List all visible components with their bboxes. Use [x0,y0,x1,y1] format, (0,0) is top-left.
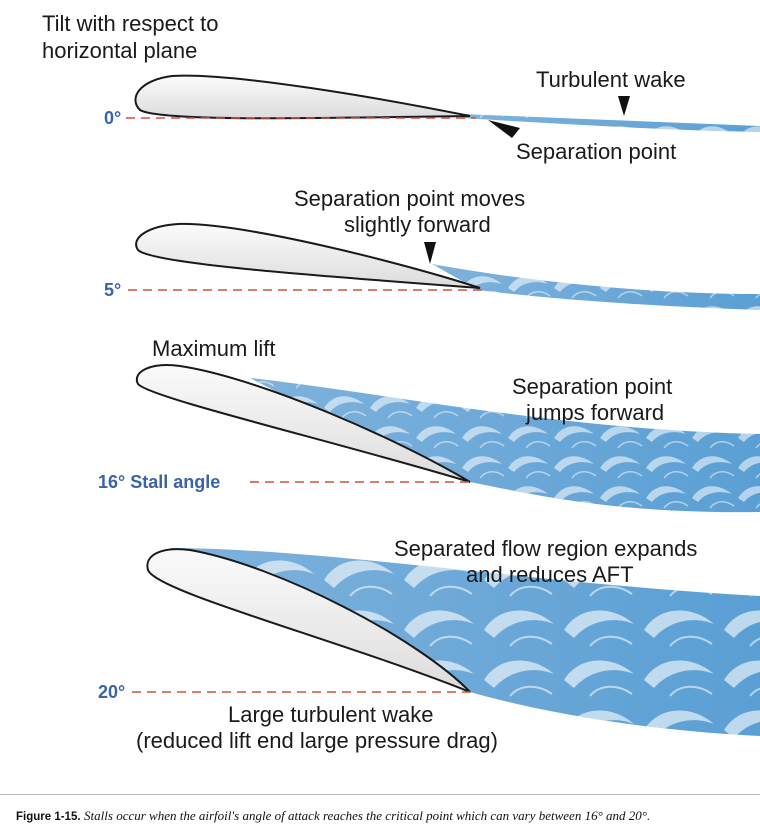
wake-swirl-0-deg [462,114,760,132]
pointer-turbulent-wake [618,96,630,116]
caption-text: Stalls occur when the airfoil's angle of… [84,808,651,823]
label-separation-moves-line1: Separation point moves [294,186,525,211]
stall-diagram: Tilt with respect to horizontal plane 0°… [42,11,760,753]
label-large-wake-line1: Large turbulent wake [228,702,433,727]
label-large-wake-line2: (reduced lift end large pressure drag) [136,728,498,753]
panel-0-deg: 0° Turbulent wake Separation point [104,67,760,164]
airfoil-0-deg [134,74,471,120]
label-separation-moves-line2: slightly forward [344,212,491,237]
airfoil-16-deg [135,364,471,483]
label-separation-jumps-line1: Separation point [512,374,672,399]
panel-20-deg: 20° Separated flow region expands and re… [98,536,760,753]
panel-16-deg: 16° Stall angle Maximum lift Separation … [98,336,760,513]
label-separated-flow-line1: Separated flow region expands [394,536,697,561]
label-separation-jumps-line2: jumps forward [525,400,664,425]
angle-label-5-deg: 5° [104,280,121,300]
wake-swirl-5-deg [432,264,760,310]
pointer-separation-moves [424,242,436,264]
angle-label-16-deg: 16° Stall angle [98,472,220,492]
pointer-separation-point [488,120,520,138]
label-separation-point: Separation point [516,139,676,164]
figure-caption: Figure 1-15. Stalls occur when the airfo… [16,808,756,824]
caption-label: Figure 1-15. [16,811,81,823]
label-turbulent-wake: Turbulent wake [536,67,686,92]
caption-divider [0,794,760,795]
label-separated-flow-line2: and reduces AFT [466,562,634,587]
wake-swirl-16-deg [250,378,760,513]
angle-label-20-deg: 20° [98,682,125,702]
airfoil-20-deg [146,548,471,693]
header-line2: horizontal plane [42,38,197,63]
angle-label-0-deg: 0° [104,108,121,128]
label-maximum-lift: Maximum lift [152,336,275,361]
panel-5-deg: 5° Separation point moves slightly forwa… [104,186,760,310]
airfoil-5-deg [135,222,481,289]
header-line1: Tilt with respect to [42,11,218,36]
